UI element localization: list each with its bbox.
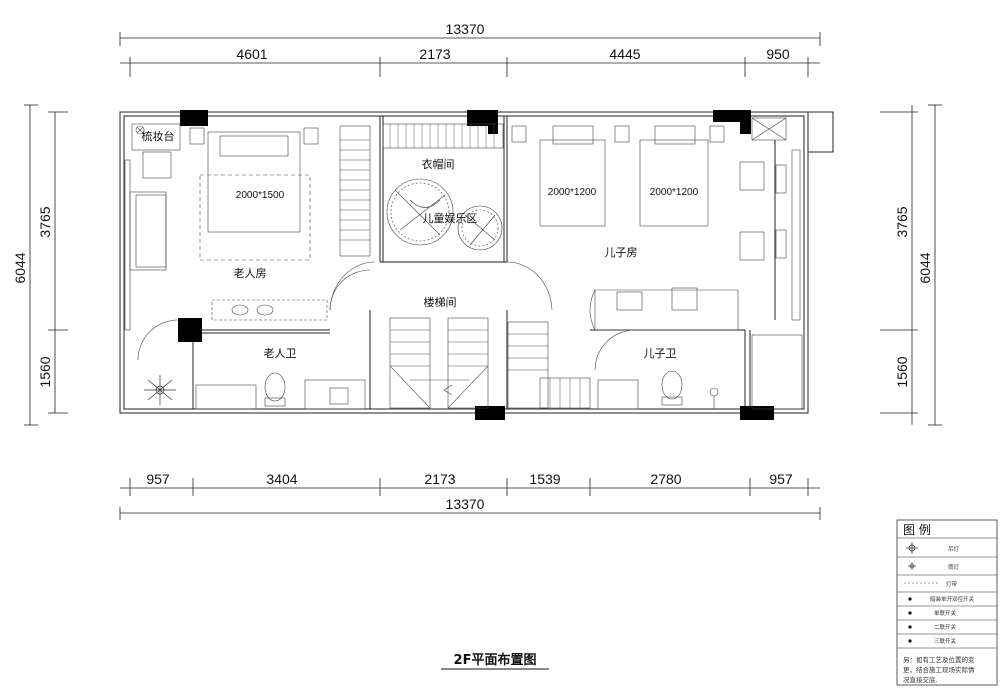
- top-total-dim: 13370: [446, 21, 485, 37]
- bed-size-son-right: 2000*1200: [650, 187, 699, 198]
- bottom-dimensions: [119, 478, 821, 520]
- top-dim-2: 2173: [419, 46, 450, 62]
- legend-item-label: 单联开关: [934, 609, 957, 617]
- legend-note-line: 况直接交底.: [903, 675, 938, 684]
- top-dim-4: 950: [766, 46, 790, 62]
- interior-walls: [180, 116, 776, 409]
- staircase: [329, 261, 553, 409]
- top-dim-3: 4445: [609, 46, 640, 62]
- right-total-dim: 6044: [917, 252, 933, 283]
- bottom-dim-2: 3404: [266, 471, 297, 487]
- legend: 图 例 吊灯 筒灯 灯带 暗装单开双控开关 单联开关 二联开关 三联开关 另：如…: [896, 519, 998, 686]
- label-elder-room: 老人房: [234, 267, 267, 280]
- left-dimensions: [24, 104, 68, 426]
- label-son-room: 儿子房: [605, 246, 638, 259]
- bottom-dim-5: 2780: [650, 471, 681, 487]
- right-lower-dim: 1560: [894, 356, 910, 387]
- label-cloakroom: 衣帽间: [422, 157, 455, 171]
- bottom-total-dim: 13370: [446, 496, 485, 512]
- right-dimensions: [880, 104, 942, 426]
- left-lower-dim: 1560: [37, 356, 53, 387]
- right-upper-dim: 3765: [894, 206, 910, 237]
- label-elder-bath: 老人卫: [264, 347, 297, 360]
- bottom-dim-3: 2173: [424, 471, 455, 487]
- legend-item-label: 吊灯: [948, 545, 960, 553]
- label-stairs: 楼梯间: [424, 295, 457, 309]
- drawing-title: 2F平面布置图: [454, 652, 537, 668]
- double-gang-switch-icon: [908, 625, 912, 629]
- legend-item-label: 二联开关: [934, 623, 957, 631]
- elder-room-furniture: [124, 123, 371, 361]
- outer-walls: [119, 111, 834, 414]
- legend-item-label: 灯带: [946, 580, 958, 588]
- legend-item-label: 三联开关: [934, 637, 957, 645]
- triple-gang-switch-icon: [908, 639, 912, 643]
- legend-note-line: 更，结合施工现场实际情: [903, 665, 975, 674]
- left-upper-dim: 3765: [37, 206, 53, 237]
- single-switch-icon: [908, 597, 912, 601]
- son-bath-fixtures: [597, 334, 803, 410]
- bottom-dim-6: 957: [769, 471, 793, 487]
- ceiling-light-icon: [908, 562, 916, 570]
- structural-columns: [178, 110, 774, 420]
- label-son-bath: 儿子卫: [644, 347, 677, 360]
- bottom-dim-1: 957: [146, 471, 170, 487]
- legend-item-label: 暗装单开双控开关: [930, 595, 975, 603]
- legend-item-label: 筒灯: [948, 563, 960, 571]
- bed-size-elder: 2000*1500: [236, 190, 285, 201]
- elder-bath-fixtures: [144, 372, 366, 410]
- bottom-dim-4: 1539: [529, 471, 560, 487]
- pendant-light-icon: [906, 542, 918, 554]
- label-kids-play: 儿童娱乐区: [423, 211, 478, 225]
- legend-note-line: 另：如有工艺及位置的变: [903, 655, 975, 664]
- cloakroom-furniture: [382, 123, 504, 251]
- single-gang-switch-icon: [908, 611, 912, 615]
- label-vanity: 梳妆台: [142, 129, 175, 143]
- legend-title: 图 例: [903, 523, 931, 537]
- plant-icon: [144, 375, 176, 405]
- top-dim-1: 4601: [236, 46, 267, 62]
- left-total-dim: 6044: [12, 252, 28, 283]
- bed-size-son-left: 2000*1200: [548, 187, 597, 198]
- son-room-furniture: [507, 117, 801, 409]
- top-dimensions: [119, 32, 821, 77]
